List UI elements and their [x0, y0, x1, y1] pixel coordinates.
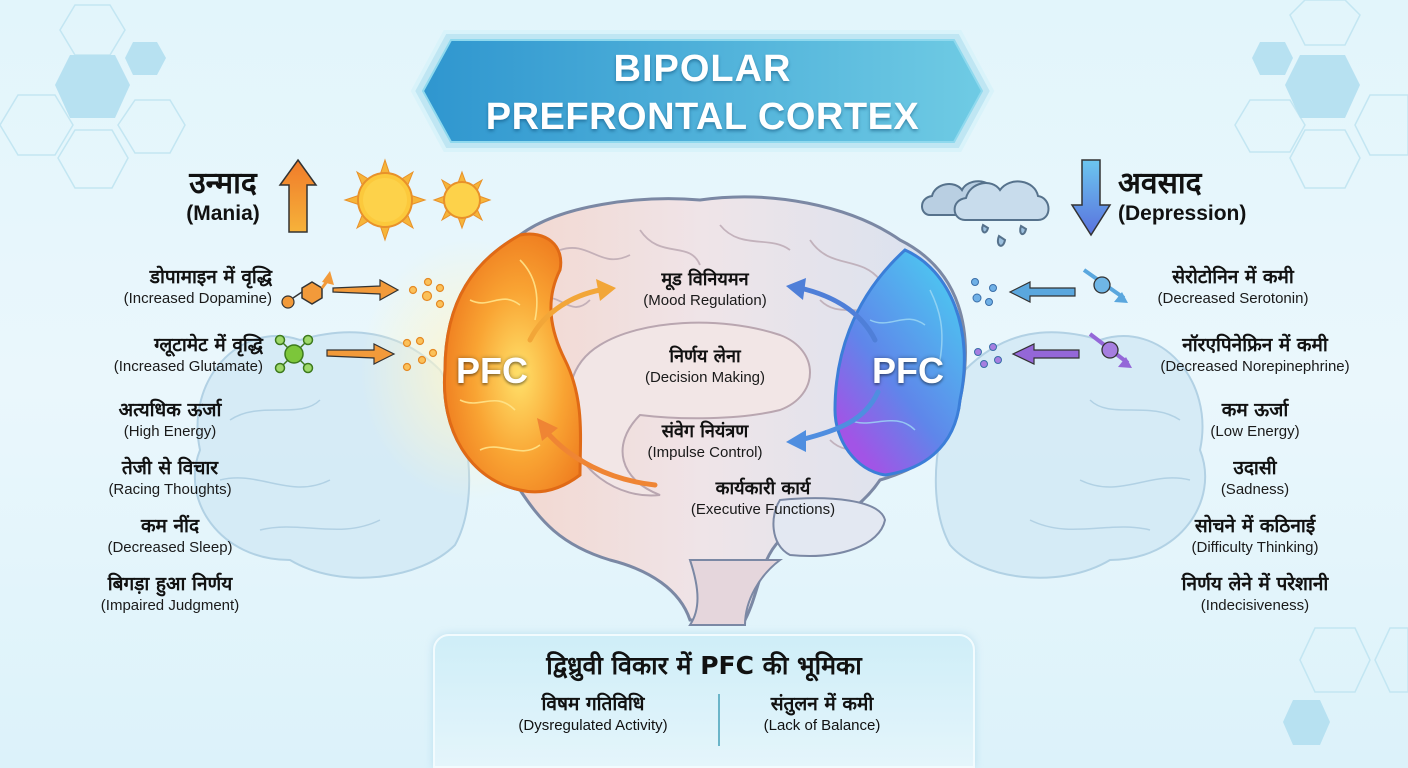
depression-down-arrow	[1070, 159, 1112, 237]
depression-symptom: सोचने में कठिनाई (Difficulty Thinking)	[1140, 514, 1370, 557]
norepinephrine-label-hindi: नॉरएपिनेफ्रिन में कमी	[1182, 334, 1328, 356]
mania-heading: उन्माद (Mania)	[168, 167, 278, 227]
symptom-hindi: तेजी से विचार	[121, 457, 219, 479]
pfc-role-english: (Dysregulated Activity)	[518, 717, 668, 734]
title-banner: BIPOLAR PREFRONTAL CORTEX	[405, 26, 1000, 156]
function-hindi: संवेग नियंत्रण	[661, 421, 749, 442]
mania-symptom: कम नींद (Decreased Sleep)	[60, 514, 280, 557]
symptom-english: (Low Energy)	[1210, 423, 1300, 440]
function-hindi: मूड विनियमन	[661, 269, 749, 290]
function-mood-regulation: मूड विनियमन (Mood Regulation)	[585, 268, 825, 310]
title-line-2: PREFRONTAL CORTEX	[485, 96, 920, 138]
symptom-hindi: कम ऊर्जा	[1221, 399, 1289, 421]
function-arrowheads	[537, 278, 806, 452]
depression-heading-hindi: अवसाद	[1118, 166, 1202, 201]
serotonin-molecule-icon	[1082, 268, 1128, 303]
depression-symptom: निर्णय लेने में परेशानी (Indecisiveness)	[1140, 572, 1370, 615]
pfc-role-english: (Lack of Balance)	[763, 717, 881, 734]
function-impulse-control: संवेग नियंत्रण (Impulse Control)	[585, 420, 825, 462]
pfc-role-lack-of-balance: संतुलन में कमी (Lack of Balance)	[697, 692, 947, 735]
function-decision-making: निर्णय लेना (Decision Making)	[585, 345, 825, 387]
function-hindi: कार्यकारी कार्य	[715, 478, 811, 499]
symptom-english: (Difficulty Thinking)	[1191, 539, 1319, 556]
symptom-english: (High Energy)	[123, 423, 217, 440]
symptom-hindi: निर्णय लेने में परेशानी	[1181, 573, 1329, 595]
right-pfc-region	[833, 248, 966, 477]
symptom-hindi: उदासी	[1233, 457, 1277, 479]
mania-heading-hindi: उन्माद	[189, 166, 257, 201]
right-background-brain	[934, 331, 1206, 579]
dopamine-molecule-icon	[281, 271, 334, 309]
pfc-role-hindi: संतुलन में कमी	[770, 693, 874, 715]
mania-symptom: बिगड़ा हुआ निर्णय (Impaired Judgment)	[60, 572, 280, 615]
depression-heading: अवसाद (Depression)	[1118, 167, 1278, 227]
title-line-1: BIPOLAR	[613, 48, 792, 90]
function-hindi: निर्णय लेना	[669, 346, 741, 367]
depression-particles	[971, 278, 1002, 368]
mania-signal-arrows	[326, 278, 400, 365]
symptom-english: (Sadness)	[1220, 481, 1290, 498]
function-executive-functions: कार्यकारी कार्य (Executive Functions)	[643, 477, 883, 519]
mania-heading-english: (Mania)	[186, 202, 260, 225]
pfc-role-hindi: विषम गतिविधि	[541, 693, 645, 715]
depression-symptom: कम ऊर्जा (Low Energy)	[1140, 398, 1370, 441]
glutamate-label-english: (Increased Glutamate)	[113, 358, 263, 375]
mania-neurotransmitter-dopamine: डोपामाइन में वृद्धि (Increased Dopamine)	[124, 265, 272, 308]
sun-icon-large	[343, 158, 427, 242]
symptom-english: (Racing Thoughts)	[108, 481, 232, 498]
panel-divider	[718, 694, 720, 746]
serotonin-label-english: (Decreased Serotonin)	[1157, 290, 1309, 307]
glutamate-molecule-icon	[274, 334, 314, 374]
pfc-role-dysregulated-activity: विषम गतिविधि (Dysregulated Activity)	[468, 692, 718, 735]
function-english: (Mood Regulation)	[643, 292, 767, 309]
depression-heading-english: (Depression)	[1118, 202, 1247, 225]
function-english: (Decision Making)	[644, 369, 766, 386]
symptom-hindi: बिगड़ा हुआ निर्णय	[107, 573, 233, 595]
symptom-hindi: कम नींद	[140, 515, 200, 537]
mania-particles	[402, 277, 445, 372]
pfc-role-title: द्विध्रुवी विकार में PFC की भूमिका	[546, 651, 862, 680]
symptom-english: (Indecisiveness)	[1200, 597, 1310, 614]
symptom-hindi: अत्यधिक ऊर्जा	[118, 399, 222, 421]
symptom-english: (Impaired Judgment)	[100, 597, 240, 614]
dopamine-label-english: (Increased Dopamine)	[123, 290, 272, 307]
function-english: (Impulse Control)	[647, 444, 763, 461]
depression-symptom: उदासी (Sadness)	[1140, 456, 1370, 499]
banner-shape	[410, 30, 995, 152]
pfc-label-left: PFC	[456, 350, 528, 391]
symptom-hindi: सोचने में कठिनाई	[1194, 515, 1316, 537]
serotonin-label-hindi: सेरोटोनिन में कमी	[1172, 266, 1294, 288]
sun-icon-small	[432, 170, 492, 230]
function-english: (Executive Functions)	[690, 501, 836, 518]
pfc-label-right: PFC	[872, 350, 944, 391]
pfc-role-panel: द्विध्रुवी विकार में PFC की भूमिका विषम …	[433, 634, 975, 768]
function-arrows	[527, 285, 881, 488]
depression-neurotransmitter-norepinephrine: नॉरएपिनेफ्रिन में कमी (Decreased Norepin…	[1136, 333, 1374, 376]
norepinephrine-label-english: (Decreased Norepinephrine)	[1160, 358, 1350, 375]
mania-up-arrow	[278, 158, 318, 233]
glutamate-label-hindi: ग्लूटामेट में वृद्धि	[154, 334, 263, 356]
symptom-english: (Decreased Sleep)	[107, 539, 233, 556]
mania-symptom: तेजी से विचार (Racing Thoughts)	[60, 456, 280, 499]
rain-cloud-icon	[921, 180, 1050, 247]
depression-signal-arrows	[1008, 281, 1080, 365]
dopamine-label-hindi: डोपामाइन में वृद्धि	[149, 266, 272, 288]
mania-neurotransmitter-glutamate: ग्लूटामेट में वृद्धि (Increased Glutamat…	[114, 333, 263, 376]
mania-symptom: अत्यधिक ऊर्जा (High Energy)	[60, 398, 280, 441]
norepinephrine-molecule-icon	[1088, 332, 1132, 368]
depression-neurotransmitter-serotonin: सेरोटोनिन में कमी (Decreased Serotonin)	[1138, 265, 1328, 308]
